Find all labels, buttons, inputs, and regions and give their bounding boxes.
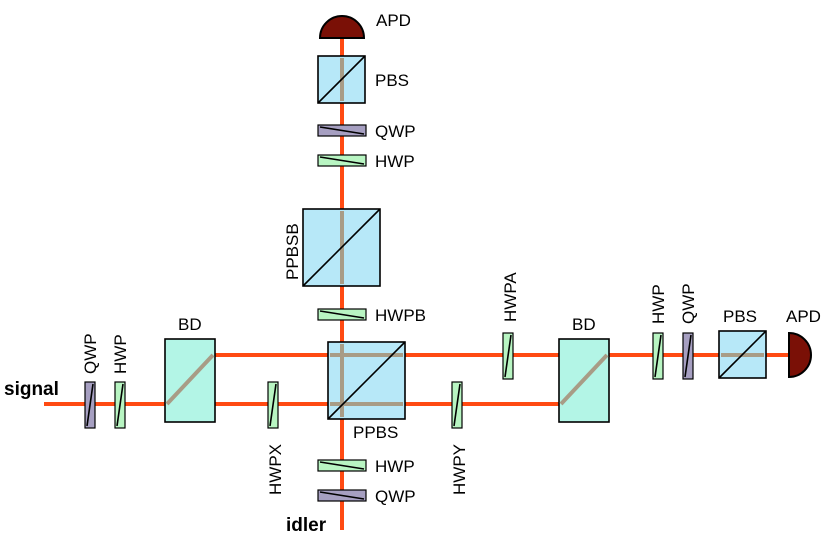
apd-right-detector: [788, 331, 812, 379]
apd-top-label: APD: [376, 11, 411, 30]
signal-label: signal: [4, 379, 59, 400]
hwpx-label: HWPX: [266, 444, 285, 495]
ppbs-label: PPBS: [353, 423, 398, 442]
hwpy-label: HWPY: [450, 444, 469, 495]
hwp-signal-label: HWP: [111, 334, 130, 374]
apd-right-label: APD: [786, 307, 821, 326]
hwpx-plate: [267, 381, 279, 429]
hwp-top-label: HWP: [375, 152, 415, 171]
qwp-right-label: QWP: [679, 283, 698, 324]
hwpb-label: HWPB: [375, 306, 426, 325]
pbs-top: [317, 55, 366, 104]
apd-top-detector: [318, 15, 366, 39]
hwp-top-plate: [317, 154, 367, 167]
ppbsb-cube: [302, 208, 381, 287]
bd-right: [558, 338, 610, 423]
qwp-right-plate: [682, 332, 694, 380]
bd-left: [164, 338, 216, 423]
qwp-top-label: QWP: [375, 122, 416, 141]
hwpb-plate: [317, 308, 367, 321]
ppbsb-label: PPBSB: [283, 223, 302, 280]
qwp-idler-label: QWP: [375, 487, 416, 506]
hwpa-plate: [502, 332, 514, 380]
idler-label: idler: [286, 515, 327, 536]
ppbs-cube: [327, 341, 406, 420]
hwp-right-plate: [652, 332, 664, 380]
hwp-right-label: HWP: [649, 284, 668, 324]
qwp-signal-plate: [84, 381, 96, 429]
bd-right-label: BD: [572, 315, 596, 334]
pbs-top-label: PBS: [375, 71, 409, 90]
pbs-right: [718, 330, 767, 379]
hwp-signal-plate: [114, 381, 126, 429]
qwp-signal-label: QWP: [81, 333, 100, 374]
bd-left-label: BD: [178, 315, 202, 334]
beam-paths: [44, 30, 790, 530]
qwp-top-plate: [317, 124, 367, 137]
qwp-idler-plate: [317, 489, 367, 502]
hwpa-label: HWPA: [501, 272, 520, 322]
hwp-idler-label: HWP: [375, 457, 415, 476]
hwp-idler-plate: [317, 459, 367, 472]
hwpy-plate: [451, 381, 463, 429]
pbs-right-label: PBS: [723, 307, 757, 326]
